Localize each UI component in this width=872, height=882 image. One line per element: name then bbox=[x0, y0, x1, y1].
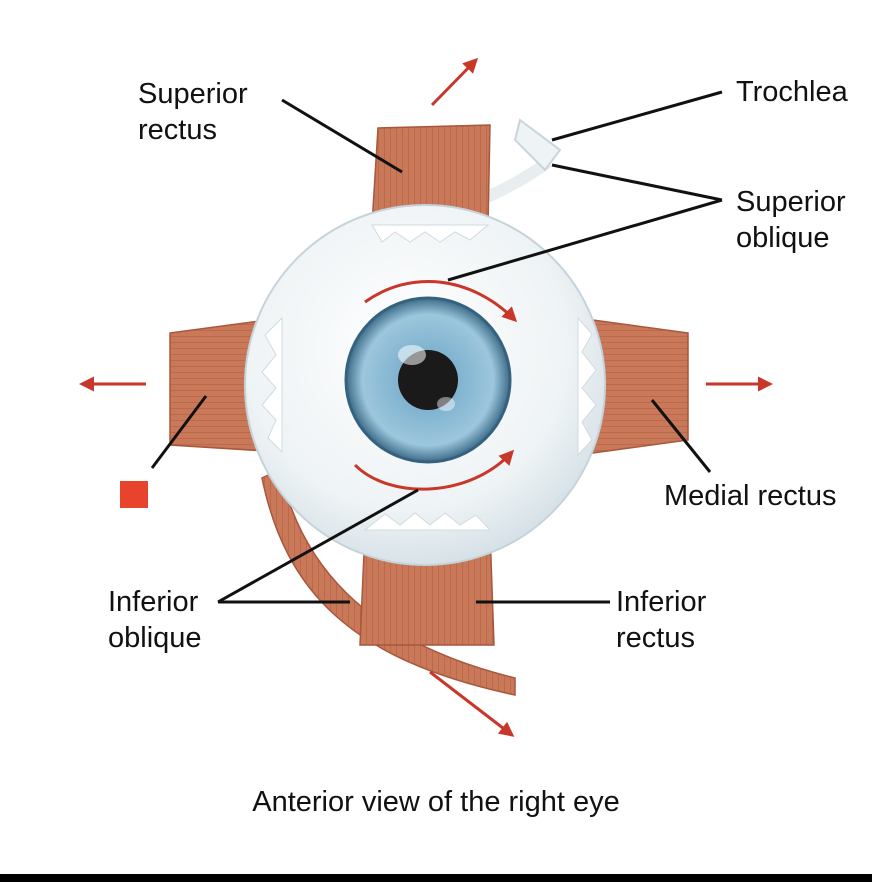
label-inferior-rectus: Inferior rectus bbox=[616, 586, 707, 654]
label-trochlea: Trochlea bbox=[736, 76, 848, 108]
label-superior-rectus: Superior rectus bbox=[138, 78, 248, 146]
bottom-bar bbox=[0, 874, 872, 882]
tendon-fringes bbox=[261, 224, 597, 531]
iris-highlight-2 bbox=[437, 397, 455, 411]
leader-lines bbox=[150, 90, 723, 604]
label-inferior-oblique: Inferior oblique bbox=[108, 586, 202, 654]
pupil bbox=[398, 350, 458, 410]
movement-arrows bbox=[79, 57, 773, 737]
caption: Anterior view of the right eye bbox=[252, 786, 620, 818]
rotation-arrow-inferior bbox=[353, 449, 515, 491]
label-superior-oblique: Superior oblique bbox=[736, 186, 846, 254]
iris-highlight bbox=[398, 345, 426, 365]
rotation-arrow-superior bbox=[364, 279, 518, 323]
label-medial-rectus: Medial rectus bbox=[664, 480, 837, 512]
unlabeled-marker bbox=[120, 481, 148, 508]
